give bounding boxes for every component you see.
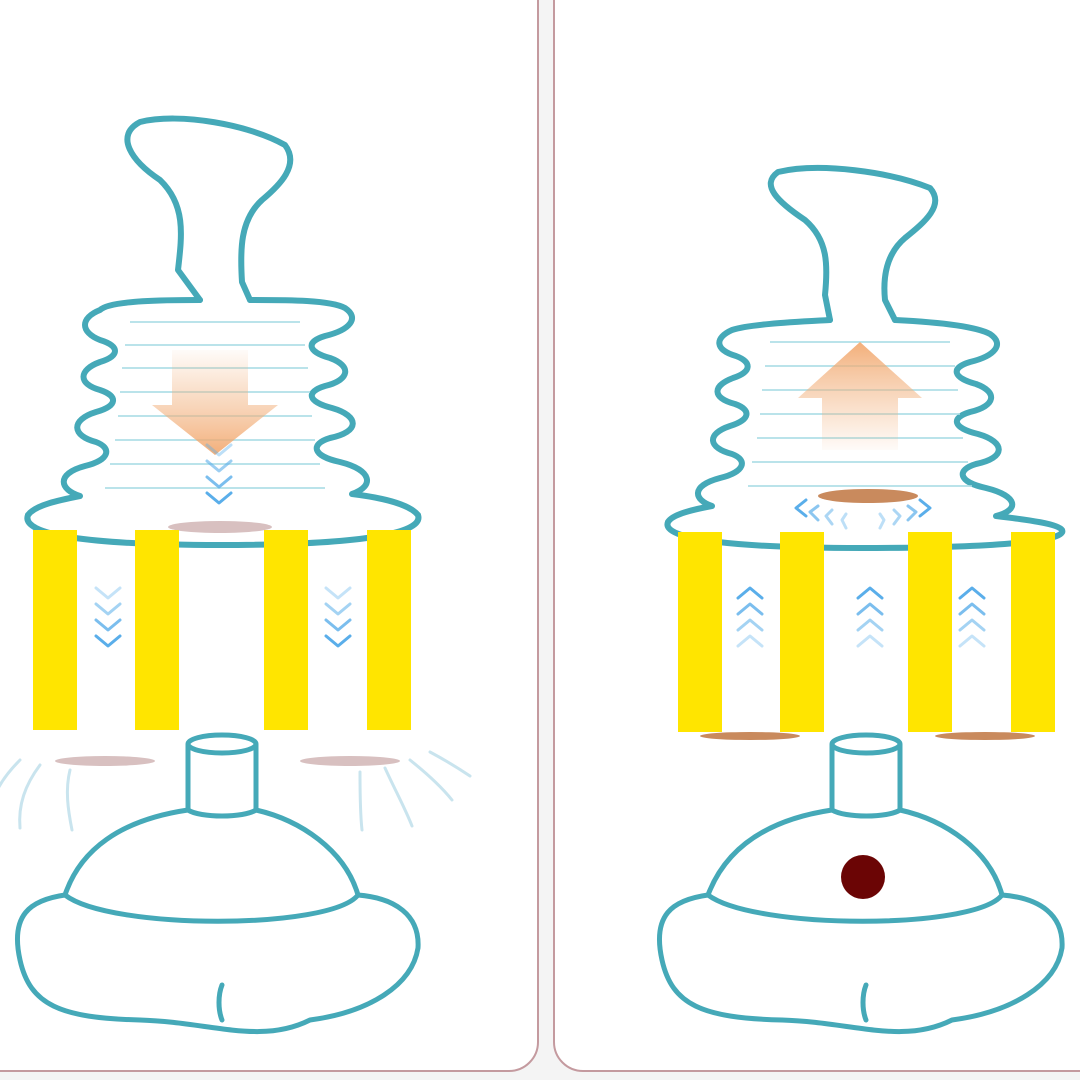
right-bellows-wall-left — [665, 317, 833, 525]
left-outlet-disc — [55, 756, 155, 766]
right-bellows-rim — [664, 519, 1066, 551]
left-valve-disc — [168, 521, 272, 533]
right-mask-dome — [705, 807, 1005, 924]
left-connector — [185, 742, 259, 819]
right-connector-top — [829, 732, 903, 756]
chevron-down-icon — [205, 443, 233, 505]
right-valve-disc — [818, 489, 918, 503]
right-outlet-disc — [935, 732, 1035, 740]
left-handle-outline — [124, 115, 294, 303]
right-outlet-disc — [700, 732, 800, 740]
left-bars — [33, 530, 411, 730]
right-mask-cushion — [656, 892, 1065, 1035]
right-handle-outline — [768, 165, 939, 323]
left-outlet-disc — [300, 756, 400, 766]
left-mask — [14, 732, 421, 1035]
right-bars — [678, 532, 1055, 732]
left-bellows-wall-left — [25, 297, 203, 518]
down-arrow-icon — [152, 350, 278, 455]
left-mask-dome — [62, 807, 361, 924]
chevron-up-icon — [794, 498, 932, 530]
left-air-flow-lines — [0, 750, 472, 832]
right-mask-dot — [841, 855, 885, 899]
right-connector — [829, 742, 903, 819]
chevron-down-icon — [94, 586, 352, 648]
left-bellows-wall-right — [247, 297, 421, 518]
up-arrow-icon — [798, 342, 922, 450]
left-connector-top — [185, 732, 259, 756]
right-bellows-wall-right — [892, 317, 1065, 533]
left-device — [24, 115, 422, 548]
left-mask-cushion — [14, 892, 421, 1035]
chevron-up-icon — [736, 586, 986, 648]
right-mask — [656, 732, 1065, 1035]
